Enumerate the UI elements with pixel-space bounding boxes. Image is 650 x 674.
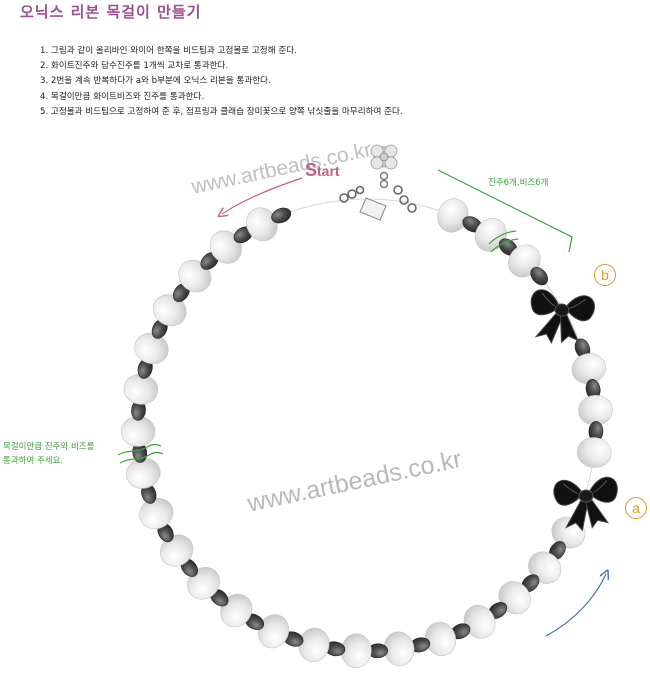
- pearl-bead: [437, 198, 469, 233]
- instruction-step: 3. 2번을 계속 반복하다가 a와 b부분에 오닉스 리본을 통과한다.: [40, 76, 271, 87]
- instruction-step: 1. 그림과 같이 올리바인 와이어 한쪽을 비드팁과 고정볼로 고정해 준다.: [40, 46, 297, 56]
- length-note-line: 통과하여 주세요.: [3, 456, 64, 466]
- rose-clasp: [370, 144, 398, 189]
- onyx-ribbon-bow-b: [530, 289, 595, 344]
- clasp-bar: [359, 197, 387, 221]
- onyx-ribbon-bow-a: [553, 476, 618, 532]
- pearl-bead: [134, 332, 169, 365]
- instruction-step: 4. 목걸이만큼 화이트비즈와 진주를 통과한다.: [40, 91, 205, 102]
- black-bead: [530, 266, 548, 286]
- pearl-bead: [139, 497, 174, 530]
- bead-strand: [120, 198, 613, 669]
- start-arrow: [222, 177, 303, 214]
- direction-arrow: [545, 574, 606, 637]
- count-bracket: [437, 169, 573, 253]
- wave-mark: [117, 444, 164, 464]
- start-label-rest: tart: [317, 163, 340, 179]
- length-note: 목걸이만큼 진주와 비즈를 통과하여 주세요.: [3, 440, 94, 468]
- marker-a: a: [625, 497, 647, 519]
- instruction-list: 1. 그림과 같이 올리바인 와이어 한쪽을 비드팁과 고정볼로 고정해 준다.…: [40, 44, 403, 120]
- pearl-bead: [340, 633, 372, 669]
- page-title: 오닉스 리본 목걸이 만들기: [20, 3, 202, 21]
- instruction-step: 5. 고정볼과 비드팁으로 고정하여 준 후, 점프링과 클래습 장미꽃으로 양…: [40, 106, 403, 117]
- jump-ring-chain: [339, 185, 417, 213]
- instruction-step: 2. 화이트진주와 담수진주를 1개씩 교차로 통과한다.: [40, 61, 229, 72]
- length-note-line: 목걸이만큼 진주와 비즈를: [3, 442, 95, 452]
- pearl-bead: [577, 437, 612, 468]
- bead-count-note: 진주6개,비즈6개: [488, 178, 549, 188]
- marker-b: b: [594, 264, 616, 286]
- start-label-initial: S: [305, 160, 318, 180]
- black-bead: [271, 207, 292, 224]
- start-label: Start: [305, 160, 340, 181]
